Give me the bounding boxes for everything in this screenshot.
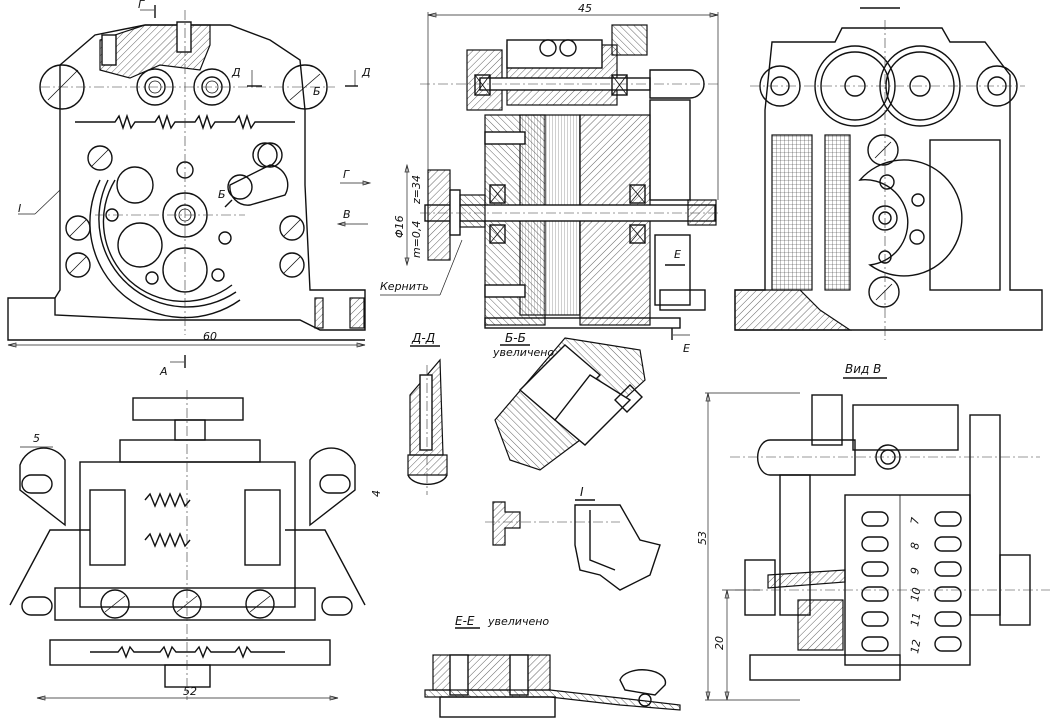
view-v-title: Вид В — [845, 362, 881, 376]
dimension-4: 4 — [370, 490, 383, 497]
gear-section — [427, 169, 451, 261]
view-mark-v: В — [343, 208, 351, 221]
top-view: 52 5 4 — [9, 390, 383, 701]
section-mark-b: Б — [218, 188, 226, 201]
section-g-g-view: 45 — [380, 2, 720, 355]
dimension-5: 5 — [33, 432, 40, 445]
section-bb-title: Б-Б — [505, 331, 526, 345]
gear-teeth: z=34 — [410, 175, 423, 205]
gear-module: m=0,4 — [410, 221, 423, 258]
contact-slots — [861, 511, 962, 652]
coil-winding — [824, 134, 851, 291]
spring — [144, 492, 191, 508]
section-mark-d-right: Д — [361, 66, 371, 79]
detail-callout-i: I — [18, 202, 21, 215]
contact-number: 8 — [908, 541, 922, 550]
section-mark-a: А — [159, 365, 168, 378]
dimension-52: 52 — [183, 685, 197, 698]
section-d-d-view: Д-Д — [407, 331, 448, 495]
coil-winding — [771, 134, 813, 291]
section-ee-title: Е-Е — [455, 614, 475, 628]
bearing — [474, 74, 646, 244]
section-mark-d-left: Д — [231, 66, 241, 79]
front-view: 60 Г Д Д Б Б Г В I А — [7, 0, 372, 378]
section-dd-title: Д-Д — [411, 331, 435, 345]
detail-i-title: I — [580, 485, 584, 499]
spring — [144, 532, 191, 548]
dimension-45: 45 — [578, 2, 592, 15]
contact-number: 9 — [908, 566, 922, 575]
contact-number: 12 — [908, 638, 923, 654]
view-v: Вид В 7 8 9 10 11 12 — [696, 362, 1050, 701]
section-ee-subtitle: увеличено — [487, 615, 549, 628]
screw — [101, 34, 117, 66]
dimension-60: 60 — [203, 330, 217, 343]
right-view — [734, 7, 1043, 340]
sector-arc — [89, 179, 241, 319]
spring — [90, 645, 285, 659]
contact-number: 10 — [908, 586, 923, 602]
section-bb-subtitle: увеличено — [492, 346, 554, 359]
section-mark-e: Е — [674, 248, 681, 261]
contact-number: 11 — [908, 611, 923, 627]
detail-i-view: I — [485, 485, 661, 591]
section-mark-g-top: Г — [138, 0, 145, 11]
cam-disc — [858, 159, 963, 277]
dimension-20: 20 — [713, 636, 726, 650]
screw — [176, 21, 192, 53]
contact-number: 7 — [908, 516, 922, 525]
section-b-b-view: Б-Б увеличено — [492, 331, 646, 471]
section-mark-g: Г — [343, 168, 350, 181]
gear-diameter: Φ16 — [393, 215, 406, 238]
section-e-e-view: Е-Е увеличено — [424, 614, 681, 718]
section-mark-e2: Е — [683, 342, 690, 355]
right-housing — [734, 27, 1043, 331]
section-mark-b-top: Б — [313, 85, 321, 98]
top-frame — [79, 461, 296, 608]
note-kernit: Кернить — [380, 280, 429, 293]
dimension-53: 53 — [696, 531, 709, 545]
